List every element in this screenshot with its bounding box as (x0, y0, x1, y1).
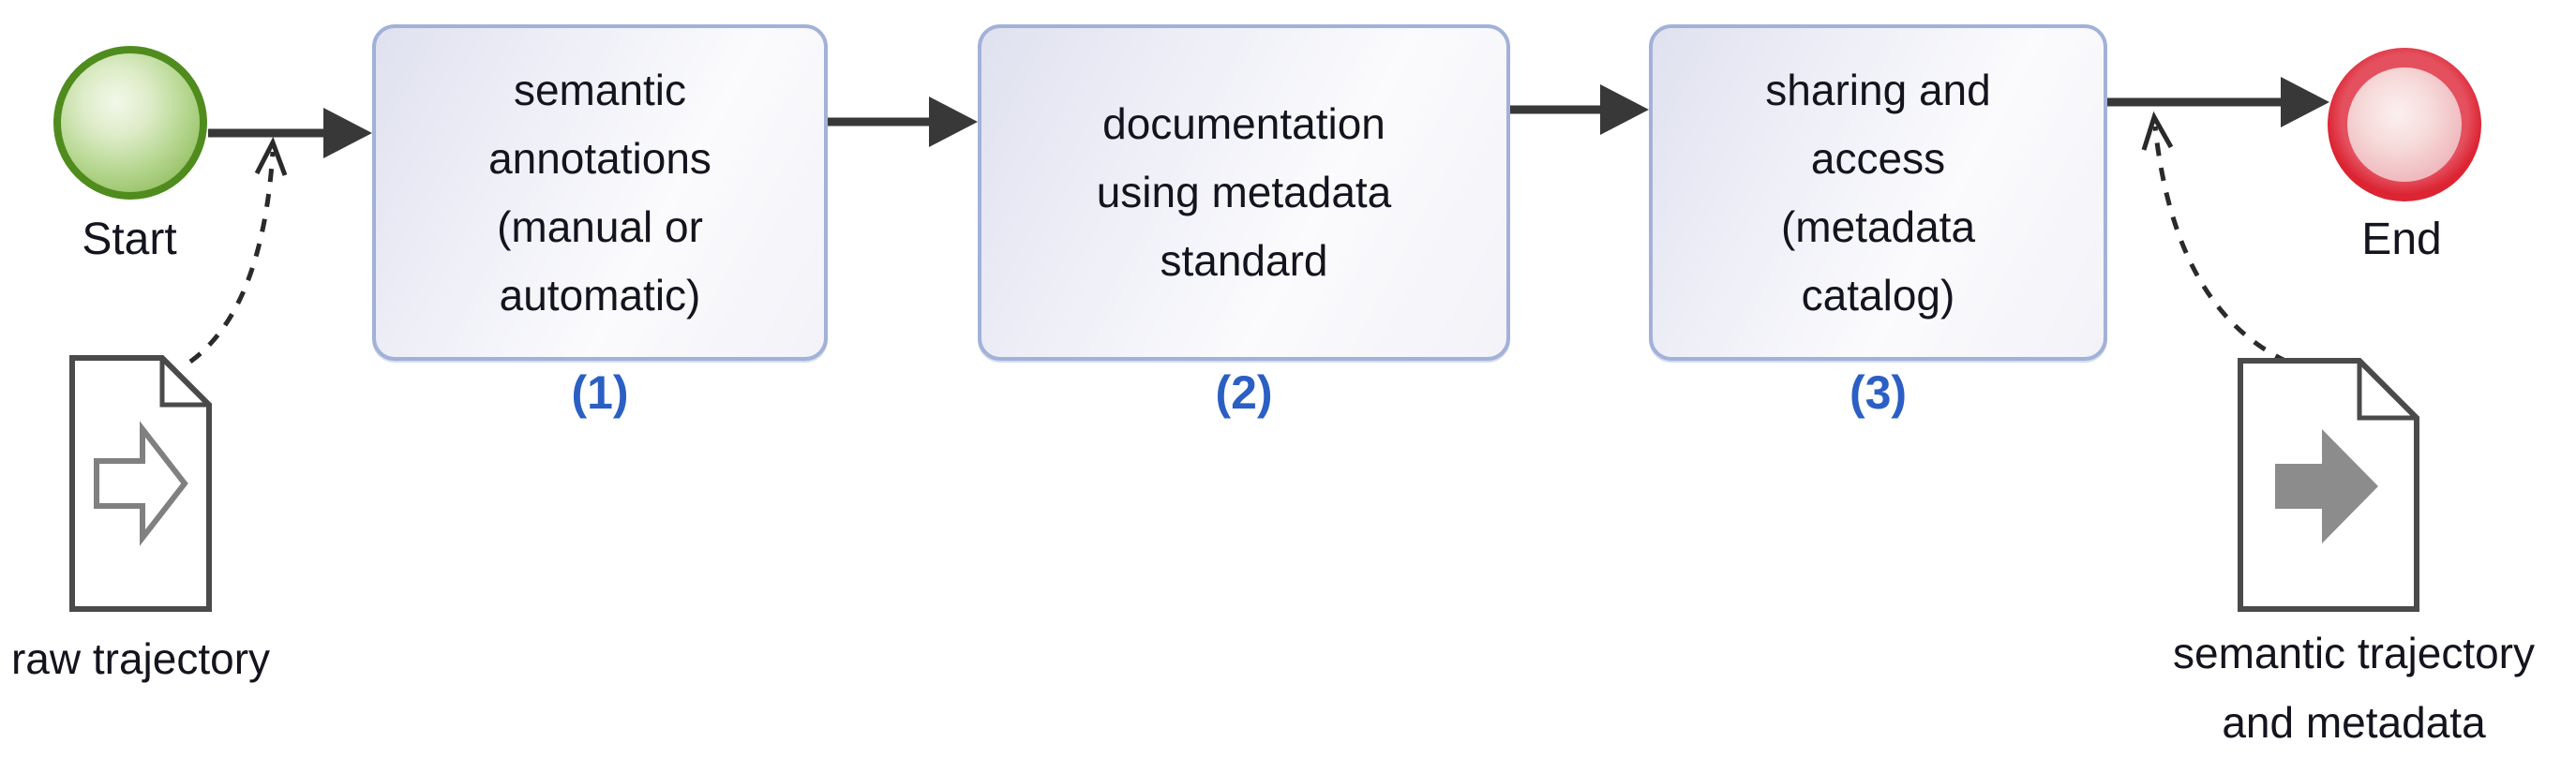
sequence-flow-task3-to-end[interactable] (2107, 77, 2329, 127)
raw-trajectory-label: raw trajectory (10, 634, 271, 683)
sequence-flow-start-to-task1[interactable] (208, 108, 372, 158)
start-event-circle[interactable] (53, 46, 207, 200)
end-event-label: End (2361, 215, 2442, 264)
sequence-flow-task2-to-task3[interactable] (1510, 84, 1649, 135)
outline-right-arrow-icon (94, 421, 188, 546)
task-2-number-label: (2) (1215, 366, 1273, 419)
end-event-circle[interactable] (2328, 48, 2481, 201)
task-3-number-label: (3) (1849, 366, 1908, 419)
semantic-trajectory-label: semantic trajectory and metadata (2172, 629, 2535, 747)
task-documentation-metadata-text: documentation using metadata standard (1096, 99, 1392, 285)
start-event-label: Start (82, 215, 177, 264)
task-documentation-metadata[interactable]: documentation using metadata standard (978, 24, 1510, 361)
solid-right-arrow-icon (2275, 429, 2378, 543)
task-semantic-annotations-text: semantic annotations (manual or automati… (488, 65, 711, 320)
sequence-flow-task1-to-task2[interactable] (828, 97, 978, 147)
data-association-semantic-trajectory[interactable] (2141, 111, 2289, 364)
document-icon-semantic-trajectory[interactable] (2238, 358, 2419, 612)
task-sharing-access[interactable]: sharing and access (metadata catalog) (1649, 24, 2107, 361)
task-semantic-annotations[interactable]: semantic annotations (manual or automati… (372, 24, 828, 361)
data-association-raw-trajectory[interactable] (188, 136, 288, 364)
end-event-inner (2347, 67, 2462, 182)
document-icon-raw-trajectory[interactable] (69, 355, 212, 612)
task-sharing-access-text: sharing and access (metadata catalog) (1765, 65, 1991, 320)
task-1-number-label: (1) (571, 366, 629, 419)
